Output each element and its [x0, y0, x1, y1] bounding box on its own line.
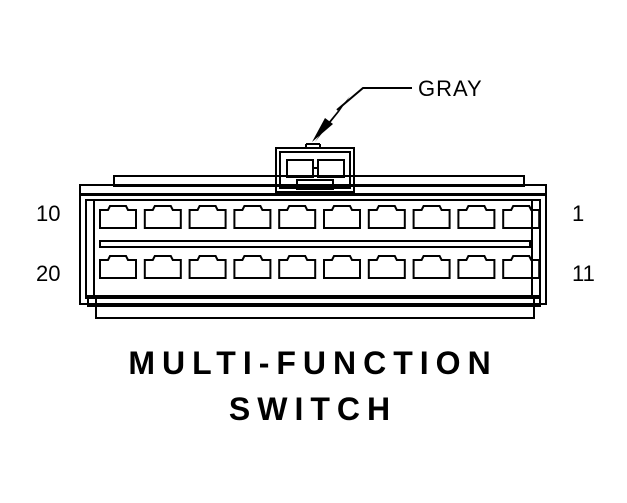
cavity-10: [99, 205, 137, 229]
cavity-11: [502, 255, 541, 279]
callout-label: GRAY: [418, 76, 483, 101]
cavity-14: [367, 255, 406, 279]
connector-latch: [275, 143, 355, 193]
cavity-1: [502, 205, 541, 229]
pin-label-10: 10: [36, 201, 60, 226]
cavity-17: [233, 255, 272, 279]
cavity-6: [278, 205, 317, 229]
connector-title-line2: SWITCH: [229, 391, 397, 427]
cavity-15: [323, 255, 361, 279]
cavity-9: [143, 205, 182, 229]
cavity-5: [323, 205, 361, 229]
pin-label-11: 11: [572, 261, 595, 286]
pin-label-1: 1: [572, 201, 584, 226]
callout-arrow-tip: [312, 118, 333, 142]
gray-callout: GRAY: [312, 76, 483, 142]
cavity-13: [412, 255, 451, 279]
cavity-20: [99, 255, 137, 279]
cavity-16: [278, 255, 317, 279]
cavity-18: [188, 255, 227, 279]
pin-label-20: 20: [36, 261, 60, 286]
callout-leader-line: [336, 87, 412, 111]
cavity-7: [233, 205, 272, 229]
cavity-19: [143, 255, 182, 279]
cavity-12: [457, 255, 496, 279]
connector-housing: [79, 175, 547, 319]
cavity-grid: [99, 205, 541, 279]
cavity-2: [457, 205, 496, 229]
cavity-4: [367, 205, 406, 229]
cavity-8: [188, 205, 227, 229]
connector-title-line1: MULTI-FUNCTION: [128, 345, 497, 381]
callout-arrowhead: [315, 96, 350, 142]
cavity-3: [412, 205, 451, 229]
